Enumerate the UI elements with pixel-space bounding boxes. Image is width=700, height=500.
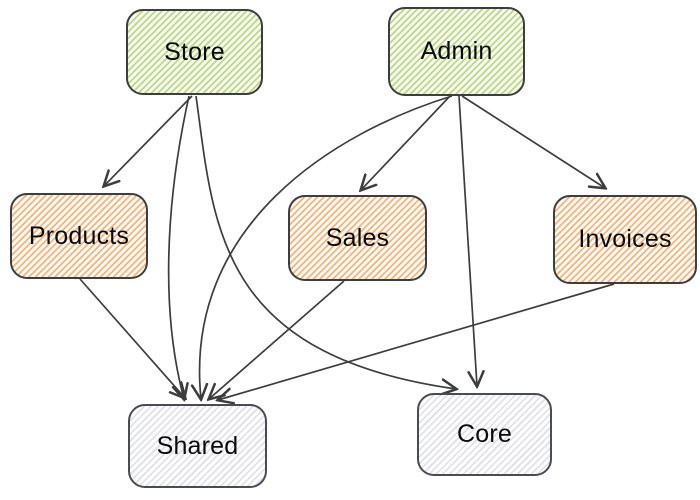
edge-products-to-shared	[79, 278, 185, 398]
edge-admin-to-shared	[200, 95, 453, 399]
node-store: Store	[126, 9, 263, 95]
node-label-shared: Shared	[156, 431, 239, 460]
edge-invoices-to-shared	[218, 283, 615, 400]
node-label-admin: Admin	[420, 37, 493, 65]
edge-store-to-shared	[167, 95, 190, 399]
node-products: Products	[10, 193, 148, 279]
node-admin: Admin	[388, 7, 525, 96]
edge-admin-to-sales	[361, 95, 451, 190]
edge-store-to-products	[104, 95, 193, 186]
node-core: Core	[417, 393, 552, 476]
node-label-core: Core	[457, 420, 512, 448]
node-label-invoices: Invoices	[578, 225, 672, 253]
edge-admin-to-core	[458, 95, 477, 386]
node-shared: Shared	[128, 404, 267, 488]
node-label-sales: Sales	[325, 223, 390, 252]
edge-admin-to-invoices	[461, 95, 605, 188]
node-invoices: Invoices	[553, 195, 697, 284]
node-label-store: Store	[164, 37, 225, 66]
node-sales: Sales	[288, 195, 427, 281]
edge-store-to-core	[195, 95, 456, 389]
edge-sales-to-shared	[209, 280, 345, 399]
node-label-products: Products	[28, 221, 130, 250]
